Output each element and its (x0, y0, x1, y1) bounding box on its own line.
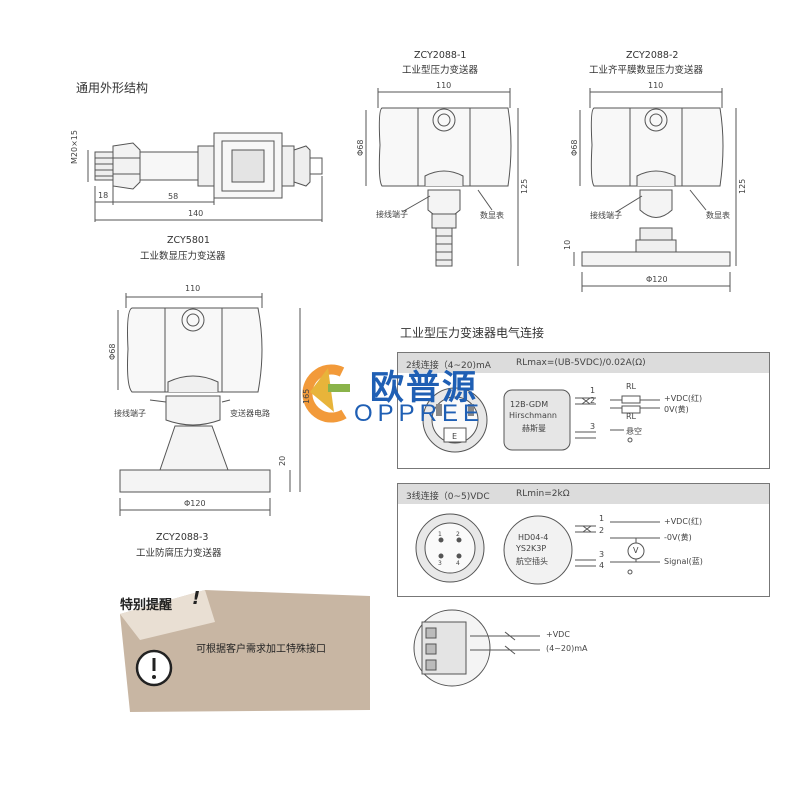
zcy2088-2-dim-width: 110 (648, 81, 664, 90)
three-wire-drawing (415, 513, 660, 585)
general-title: 通用外形结构 (76, 81, 149, 95)
zcy2088-3-label-circuit: 变送器电路 (230, 409, 270, 418)
two-wire-header-b: RLmax=(UB-5VDC)/0.02A(Ω) (516, 358, 646, 368)
zcy2088-3-code: ZCY2088-3 (156, 532, 209, 543)
zcy5801-code: ZCY5801 (167, 235, 210, 246)
zcy2088-3-drawing (117, 293, 301, 516)
zcy2088-2-name: 工业齐平膜数显压力变送器 (589, 65, 704, 76)
terminal-vdc: +VDC (546, 630, 570, 639)
zcy2088-1-name: 工业型压力变送器 (402, 65, 479, 76)
three-wire-plug-line2: YS2K3P (516, 544, 547, 553)
zcy2088-2-dim-height: Φ68 (570, 139, 579, 156)
zcy2088-3-label-terminal: 接线端子 (114, 409, 146, 418)
two-wire-drawing (422, 387, 660, 453)
three-wire-panel (397, 483, 770, 597)
two-wire-pin3: 3 (590, 422, 596, 431)
three-wire-header-a: 3线连接（0~5)VDC (406, 492, 490, 502)
two-wire-plug-line3: 赫斯曼 (522, 424, 546, 433)
two-wire-ground-pin: E (452, 432, 458, 441)
zcy2088-2-drawing (573, 88, 737, 292)
three-wire-pin1: 1 (599, 514, 605, 523)
zcy2088-2-dim-total: 125 (738, 178, 747, 194)
zcy5801-dim-140: 140 (188, 209, 204, 218)
zcy2088-3-dim-total: 165 (302, 388, 311, 404)
watermark-cn: 欧普源 (370, 368, 478, 408)
three-wire-meter: V (633, 546, 639, 555)
zcy2088-1-dim-total: 125 (520, 178, 529, 194)
zcy2088-1-dim-width: 110 (436, 81, 452, 90)
three-wire-header-b: RLmin=2kΩ (516, 489, 570, 499)
two-wire-vdc: +VDC(红) (664, 394, 703, 403)
zcy5801-thread-dim: M20×15 (70, 130, 79, 164)
notice-drawing (120, 590, 370, 712)
three-wire-signal: Signal(蓝) (664, 557, 703, 566)
zcy2088-2-label-display: 数显表 (706, 211, 730, 220)
three-wire-connector-pin2: 2 (456, 531, 460, 538)
two-wire-header-a: 2线连接（4~20)mA (406, 361, 491, 371)
two-wire-pin1: 1 (590, 386, 596, 395)
notice-text: 可根据客户需求加工特殊接口 (196, 644, 326, 655)
notice-title: 特别提醒 (120, 598, 173, 613)
three-wire-header (398, 484, 769, 504)
zcy2088-1-code: ZCY2088-1 (414, 50, 467, 61)
watermark-en: OPPREE (354, 400, 485, 427)
two-wire-plug-line2: Hirschmann (509, 411, 557, 420)
zcy5801-dim-58: 58 (168, 192, 179, 201)
zcy2088-3-dim-flange: 20 (278, 455, 287, 466)
watermark-logo (302, 364, 350, 423)
two-wire-header (398, 353, 769, 373)
three-wire-zero: -0V(黄) (664, 533, 692, 542)
notice-mark: ! (192, 588, 201, 609)
two-wire-panel (397, 352, 770, 469)
three-wire-vdc: +VDC(红) (664, 517, 703, 526)
two-wire-pin2: 2 (590, 396, 596, 405)
three-wire-pin4: 4 (599, 561, 605, 570)
zcy2088-1-dim-height: Φ68 (356, 139, 365, 156)
two-wire-zero: 0V(黄) (664, 405, 689, 414)
zcy2088-2-dim-diameter: Φ120 (646, 275, 668, 284)
two-wire-rl1: RL (626, 382, 637, 391)
zcy2088-1-label-terminal: 接线端子 (376, 210, 408, 219)
zcy2088-3-dim-width: 110 (185, 284, 201, 293)
zcy5801-dim-18: 18 (98, 191, 109, 200)
three-wire-connector-pin3: 3 (438, 560, 442, 567)
three-wire-pin3: 3 (599, 550, 605, 559)
terminal-drawing (413, 609, 540, 687)
terminal-current: (4~20)mA (546, 644, 588, 653)
zcy2088-3-dim-height: Φ68 (108, 343, 117, 360)
three-wire-pin2: 2 (599, 526, 605, 535)
zcy2088-2-dim-flange: 10 (563, 239, 572, 250)
three-wire-plug-line1: HD04-4 (518, 533, 549, 542)
two-wire-rl2: RL (626, 412, 637, 421)
two-wire-plug-line1: 12B-GDM (510, 400, 549, 409)
zcy5801-drawing (87, 132, 323, 222)
zcy2088-2-label-terminal: 接线端子 (590, 211, 622, 220)
zcy2088-3-dim-diameter: Φ120 (184, 499, 206, 508)
two-wire-floating: 悬空 (626, 427, 642, 436)
electrical-title: 工业型压力变速器电气连接 (400, 326, 545, 340)
zcy2088-2-code: ZCY2088-2 (626, 50, 679, 61)
three-wire-connector-pin4: 4 (456, 560, 460, 567)
zcy5801-name: 工业数显压力变送器 (140, 251, 226, 262)
zcy2088-3-name: 工业防腐压力变送器 (136, 548, 222, 559)
three-wire-connector-pin1: 1 (438, 531, 442, 538)
zcy2088-1-drawing (365, 88, 519, 267)
three-wire-plug-line3: 航空插头 (516, 557, 548, 566)
zcy2088-1-label-display: 数显表 (480, 211, 504, 220)
